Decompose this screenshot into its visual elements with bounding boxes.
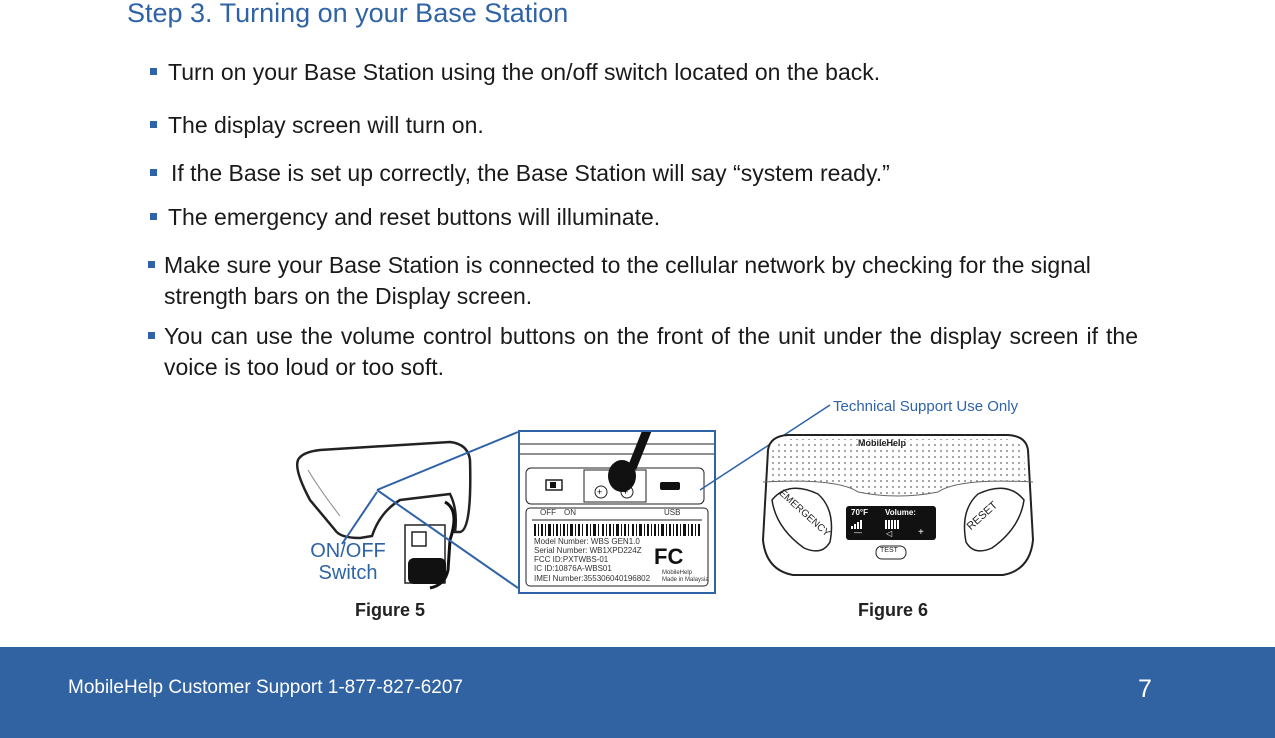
- rear-panel-illustration: + +: [520, 432, 714, 587]
- bullet-square-icon: [148, 261, 155, 268]
- bullet-item: If the Base is set up correctly, the Bas…: [150, 158, 890, 189]
- tech-support-callout: Technical Support Use Only: [833, 398, 1019, 415]
- base-station-rear-illustration: [296, 431, 519, 590]
- page-number: 7: [1138, 675, 1152, 703]
- customer-support-text: MobileHelp Customer Support 1-877-827-62…: [68, 677, 464, 698]
- display-volume-label: Volume:: [885, 508, 916, 517]
- bullet-item: Turn on your Base Station using the on/o…: [150, 57, 880, 88]
- bullet-item: The display screen will turn on.: [150, 110, 484, 141]
- on-off-switch-callout: ON/OFF Switch: [310, 540, 386, 584]
- bullet-square-icon: [150, 213, 157, 220]
- volume-up-button[interactable]: +: [918, 527, 924, 538]
- bullet-item: Make sure your Base Station is connected…: [148, 250, 1138, 312]
- display-temperature: 70°F: [851, 508, 868, 517]
- svg-text:+: +: [623, 487, 628, 497]
- test-button[interactable]: TEST: [880, 547, 898, 554]
- figure-5-caption: Figure 5: [355, 600, 426, 620]
- figure-6-caption: Figure 6: [858, 600, 929, 620]
- page-title: Step 3. Turning on your Base Station: [127, 0, 569, 28]
- figure-5: ON/OFF Switch + + OFF ON USB Model: [280, 420, 720, 600]
- base-station-front-illustration: [761, 434, 1035, 576]
- label-closeup: + + OFF ON USB Model Number: WBS GEN1.0 …: [518, 430, 716, 594]
- fcc-logo: FC: [654, 544, 684, 569]
- svg-text:+: +: [597, 487, 602, 497]
- volume-down-button[interactable]: —: [854, 528, 862, 537]
- bullet-square-icon: [150, 169, 157, 176]
- speaker-icon: ◁: [886, 529, 893, 538]
- bullet-item: You can use the volume control buttons o…: [148, 321, 1138, 383]
- bullet-square-icon: [148, 332, 155, 339]
- bullet-square-icon: [150, 121, 157, 128]
- bullet-square-icon: [150, 68, 157, 75]
- brand-logo: MobileHelp: [858, 438, 907, 448]
- figure-6: MobileHelp EMERGENCY RESET TEST 70°F Vol…: [758, 430, 1038, 580]
- bullet-item: The emergency and reset buttons will ill…: [150, 202, 660, 233]
- footer-bar: MobileHelp Customer Support 1-877-827-62…: [0, 647, 1275, 738]
